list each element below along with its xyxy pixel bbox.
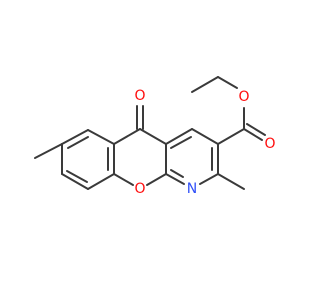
bond-pyridine-1-inner [170,136,192,149]
ring-oxygen-label: O [134,181,145,197]
bond-benzene-5-inner [66,170,88,183]
bond-pyridine-2 [191,128,219,145]
bond-benzene-4 [87,173,115,190]
bond-benzene-1 [61,129,89,145]
chemical-structure-diagram: O O N O O [34,76,276,197]
bond-methyl-benzene [34,143,63,159]
bond-ethyl-1 [217,76,238,89]
bond-c10a-o10 [146,173,167,186]
bond-c4a-c5 [113,128,141,145]
ester-oxygen-label: O [238,89,249,105]
bond-pyridine-5 [165,173,185,185]
carbonyl-oxygen-label: O [264,136,275,152]
bond-benzene-1-inner [67,136,89,149]
bonds [34,76,266,190]
bond-benzene-5 [61,173,89,190]
bond-c5-c5a [139,128,167,145]
bond-ester-c [217,128,245,145]
atom-labels: O O N O O [134,88,275,197]
bond-pyridine-4 [199,173,219,185]
bond-methyl-pyridine [217,173,245,190]
bond-ethyl-2 [191,76,219,93]
ketone-oxygen-label: O [134,88,145,104]
bond-pyridine-5-inner [170,169,184,178]
bond-carbonyl-b [246,123,266,136]
bond-carbonyl-a [243,128,263,141]
bond-benzene-2 [87,129,115,145]
ring-nitrogen-label: N [187,181,197,197]
bond-o10-c9a [113,173,134,186]
bond-pyridine-1 [165,128,193,145]
